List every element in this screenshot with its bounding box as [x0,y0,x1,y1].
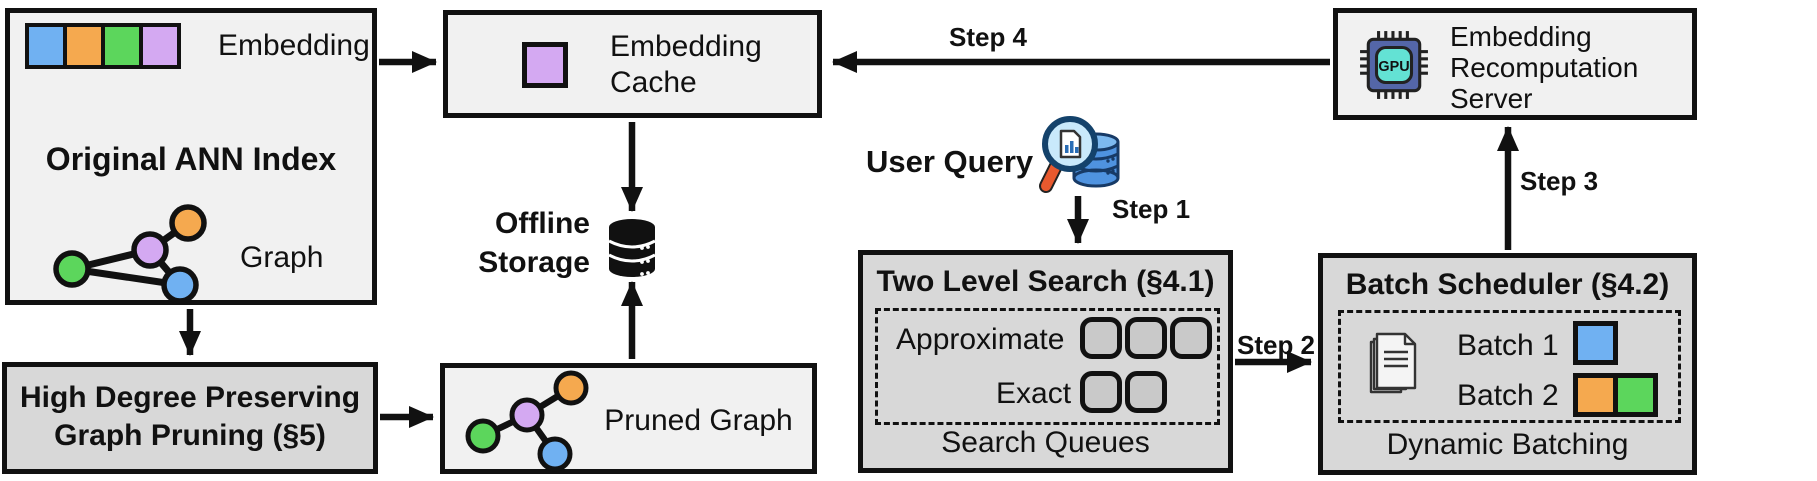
pruned-graph-icon [465,370,589,472]
batch-item-blue [1573,321,1618,365]
queue-slot-icon [1080,371,1122,413]
embedding-cache-box: Embedding Cache [443,10,822,118]
search-queues-region: Approximate Exact [875,308,1220,425]
embedding-chip-green [101,23,143,69]
pruned-graph-box: Pruned Graph [440,363,817,474]
batch-item-green [1613,373,1658,417]
approximate-queue-icons [1080,317,1212,359]
embedding-vector-icon [25,23,181,69]
magnifier-database-icon [1039,116,1120,193]
offline-storage-label: Offline Storage [440,204,590,282]
offline-storage-line1: Offline [495,207,590,240]
two-level-search-title: Two Level Search (§4.1) [876,265,1215,298]
approximate-label: Approximate [896,323,1065,356]
recomputation-server-title: Embedding Recomputation Server [1450,21,1638,114]
embedding-chip-purple [139,23,181,69]
search-queues-footer: Search Queues [941,426,1150,459]
batch1-label: Batch 1 [1457,329,1559,362]
server-line3: Server [1450,83,1533,114]
graph-pruning-title: High Degree Preserving Graph Pruning (§5… [7,379,373,455]
two-level-search-box: Two Level Search (§4.1) Approximate Exac… [858,250,1233,473]
embedding-cache-line1: Embedding [610,30,762,63]
batch2-label: Batch 2 [1457,379,1559,412]
dynamic-batching-footer: Dynamic Batching [1386,428,1629,461]
database-icon [608,219,656,277]
pruned-graph-label: Pruned Graph [604,404,793,437]
embedding-chip-blue [25,23,67,69]
graph-label: Graph [240,241,324,274]
graph-pruning-box: High Degree Preserving Graph Pruning (§5… [2,362,378,474]
graph-pruning-line2: Graph Pruning (§5) [54,419,326,452]
embedding-chip-orange [63,23,105,69]
original-index-title: Original ANN Index [45,141,337,177]
graph-pruning-line1: High Degree Preserving [19,381,361,414]
embedding-cache-title: Embedding Cache [610,29,762,101]
gpu-chip-icon: GPU [1360,31,1428,99]
batch1-items [1573,321,1618,365]
offline-storage-line2: Storage [478,246,590,279]
embedding-label: Embedding [218,29,370,62]
recomputation-server-box: GPU Embedding Recomputation Server [1333,8,1697,120]
original-ann-index-box: Embedding Original ANN Index Graph [5,8,377,305]
batch-item-orange [1573,373,1618,417]
batch2-items [1573,373,1658,417]
queue-slot-icon [1080,317,1122,359]
documents-icon [1369,332,1417,394]
step2-label: Step 2 [1236,330,1316,360]
step4-label: Step 4 [948,22,1028,52]
batch-scheduler-box: Batch Scheduler (§4.2) Batch 1 Ba [1318,253,1697,475]
batch-scheduler-title: Batch Scheduler (§4.2) [1345,268,1670,301]
dynamic-batching-region: Batch 1 Batch 2 [1338,310,1681,423]
server-line2: Recomputation [1450,52,1639,83]
queue-slot-icon [1125,317,1167,359]
gpu-text: GPU [1378,59,1409,75]
ann-graph-icon [53,204,207,304]
queue-slot-icon [1125,371,1167,413]
exact-queue-icons [1080,371,1167,413]
step1-label: Step 1 [1112,194,1191,224]
user-query-label: User Query [866,144,1034,179]
queue-slot-icon [1170,317,1212,359]
cached-embedding-icon [522,42,568,88]
server-line1: Embedding [1450,21,1592,52]
step3-label: Step 3 [1520,166,1599,196]
exact-label: Exact [996,377,1072,410]
embedding-cache-line2: Cache [610,66,697,99]
